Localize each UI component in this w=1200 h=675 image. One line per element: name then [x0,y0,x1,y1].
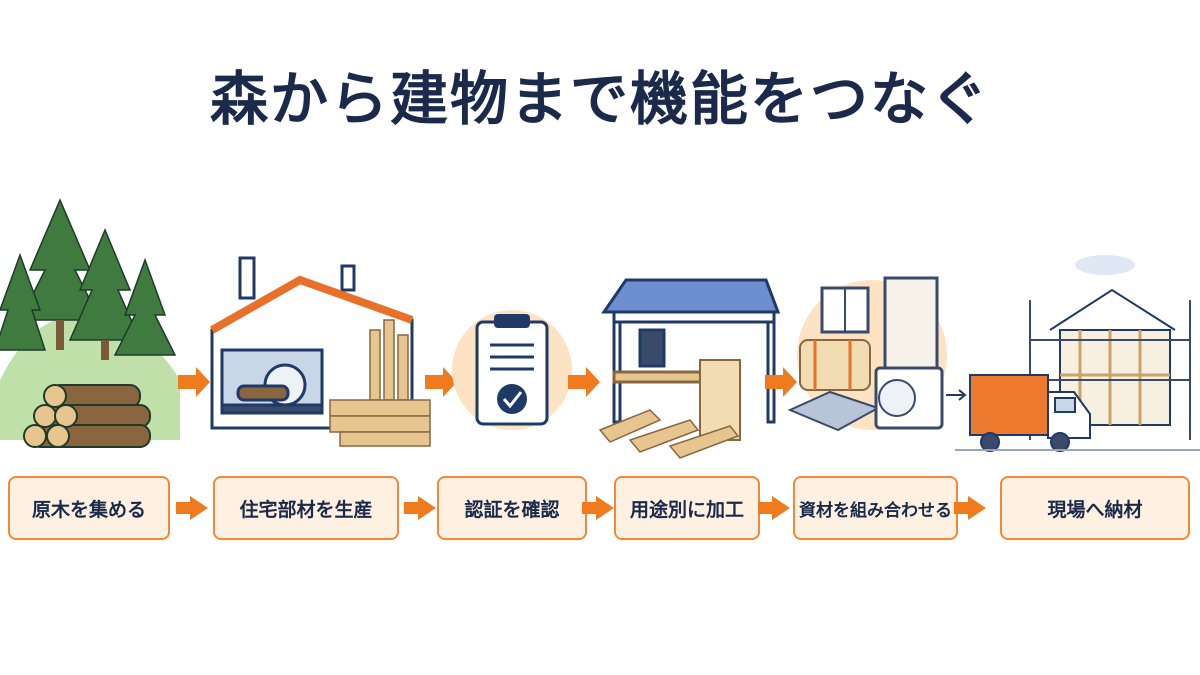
step-4-label: 用途別に加工 [614,476,760,540]
flow-arrow [178,367,210,397]
step-1-label: 原木を集める [8,476,170,540]
flow-arrow [765,367,797,397]
house-frame-icon [1029,255,1191,440]
flow-arrow [425,367,457,397]
step-6-label: 現場へ納材 [1000,476,1190,540]
lumber-stack-icon [329,319,431,447]
flow-arrow [582,496,614,520]
step-3-label: 認証を確認 [437,476,587,540]
flow-arrow [404,496,436,520]
flow-arrow [954,496,986,520]
flow-arrow [568,367,600,397]
clipboard-check-icon [452,310,572,430]
step-5-label: 資材を組み合わせる [793,476,958,540]
process-illustration [0,198,1200,459]
cut-timber-icon [598,409,740,459]
materials-bundle-icon [787,276,947,432]
flow-arrow [946,389,967,401]
step-2-label: 住宅部材を生産 [213,476,399,540]
forest-logs-icon [0,198,180,448]
flow-arrow [758,496,790,520]
diagram-title: 森から建物まで機能をつなぐ [209,65,990,133]
factory-icon [210,256,414,430]
processing-machine-icon [601,278,781,441]
flow-arrow [176,496,208,520]
delivery-truck-icon [955,374,1200,452]
